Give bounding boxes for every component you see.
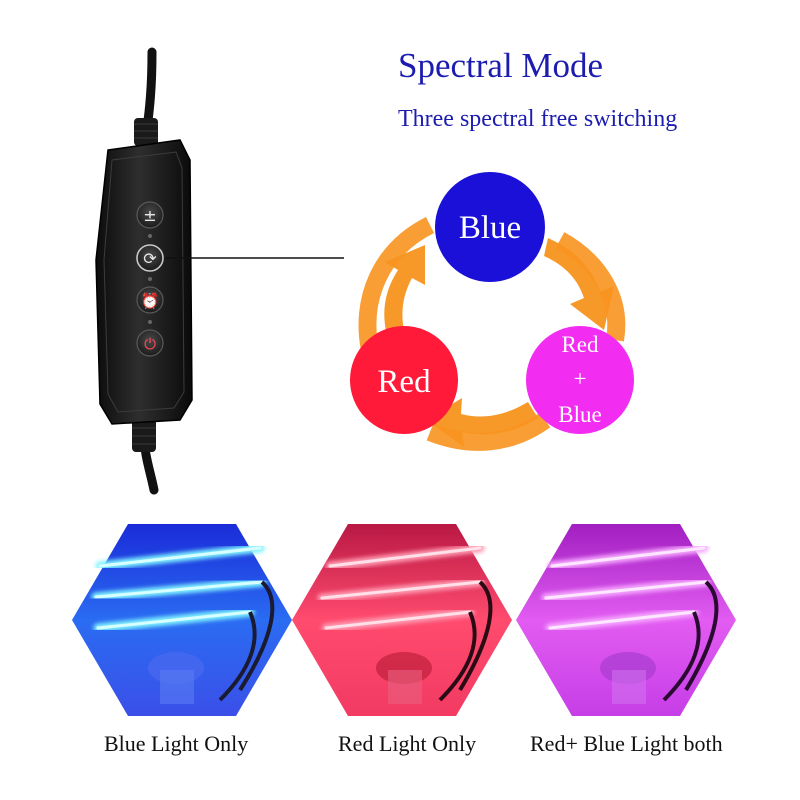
red-circle-label: Red xyxy=(377,364,431,400)
caption-blue-light: Blue Light Only xyxy=(104,731,249,756)
cable-strain-relief-top xyxy=(134,118,158,146)
blue-circle-label: Blue xyxy=(459,210,521,246)
power-icon: ⏻ xyxy=(144,335,156,353)
mix-circle-label-line1: Red xyxy=(561,332,599,357)
red-light-photo xyxy=(292,524,512,716)
mix-mode-circle xyxy=(526,326,634,434)
red-mode-circle xyxy=(350,326,458,434)
controller-buttons xyxy=(136,201,164,357)
blue-light-photo xyxy=(72,524,292,716)
red-blue-light-photo xyxy=(516,524,736,716)
caption-red-blue-light: Red+ Blue Light both xyxy=(530,731,723,756)
mix-circle-label-line3: Blue xyxy=(558,402,601,427)
spectral-cycle-diagram: Blue Red Red + Blue xyxy=(350,172,634,451)
caption-red-light: Red Light Only xyxy=(338,731,477,756)
timer-icon: ⏰ xyxy=(141,291,160,310)
remote-controller: ± ⟳ ⏰ ⏻ xyxy=(95,47,193,495)
page-title: Spectral Mode xyxy=(398,46,604,85)
page-subtitle: Three spectral free switching xyxy=(398,106,678,132)
mix-circle-label-line2: + xyxy=(574,366,587,391)
cycle-arrows xyxy=(358,216,626,451)
mode-switch-icon: ⟳ xyxy=(143,249,157,268)
dimmer-icon: ± xyxy=(143,206,156,225)
blue-mode-circle xyxy=(435,172,545,282)
